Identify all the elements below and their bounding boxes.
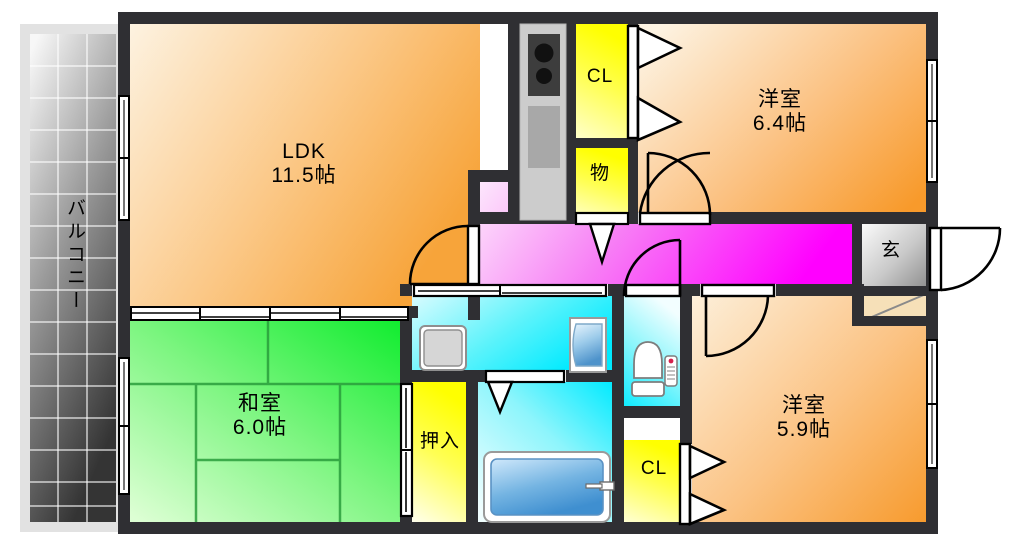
room-ldk-fill xyxy=(128,22,480,316)
room-bedroom-se-fill xyxy=(692,280,928,524)
door-toilet xyxy=(622,238,682,298)
sliding-window-bedroom-se xyxy=(926,339,938,469)
sliding-doors xyxy=(399,283,608,518)
closet-south-fill xyxy=(624,440,686,524)
folding-door-cl-north xyxy=(626,24,684,142)
room-bedroom-ne-fill xyxy=(634,22,928,220)
sanitary-fixtures xyxy=(419,317,678,523)
folding-closet-doors xyxy=(484,24,728,526)
folding-door-mono xyxy=(574,211,630,266)
closet-north-fill xyxy=(569,22,634,142)
mono-closet-fill xyxy=(569,148,634,222)
kitchen-fixtures xyxy=(519,23,567,221)
folding-door-cl-south xyxy=(678,442,728,526)
windows xyxy=(118,59,938,495)
oshiire-fill xyxy=(412,380,468,524)
swing-doors xyxy=(408,151,1002,358)
toilet-icon xyxy=(631,341,678,397)
washing-machine-pan-icon xyxy=(419,325,467,371)
kitchen-sink-icon xyxy=(528,106,560,168)
bathtub-icon xyxy=(483,451,615,523)
folding-door-bath xyxy=(484,369,566,416)
sliding-window-washitsu xyxy=(118,357,130,495)
door-entrance xyxy=(928,226,1002,292)
sliding-door-washroom xyxy=(412,283,608,298)
vanity-sink-icon xyxy=(569,317,607,373)
door-bedroom-se xyxy=(700,283,776,358)
sliding-window-bedroom-ne xyxy=(926,59,938,183)
sliding-window-ldk xyxy=(118,95,130,221)
genkan-fill xyxy=(858,222,928,292)
tatami-seams xyxy=(128,316,410,524)
toilet-control-panel-icon xyxy=(664,355,678,387)
sliding-door-oshiire xyxy=(399,382,414,518)
hall-fill xyxy=(480,182,858,286)
balcony-area xyxy=(20,24,126,532)
fusuma-ldk-washitsu xyxy=(130,306,409,321)
two-burner-stove-icon xyxy=(528,34,560,96)
door-bedroom-ne xyxy=(638,151,712,226)
